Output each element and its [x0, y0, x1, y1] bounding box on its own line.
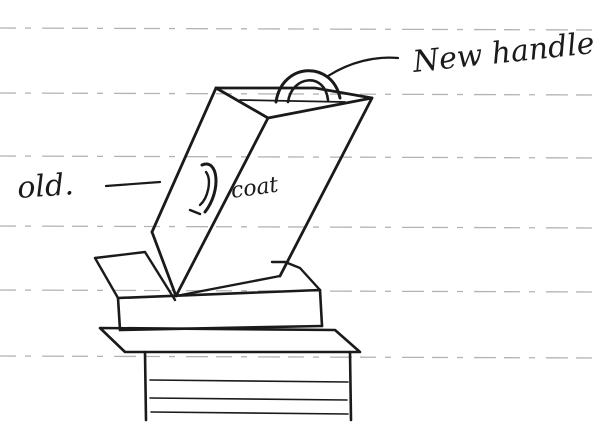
old-label: old.: [16, 167, 75, 206]
new-handle-label: New handle: [410, 26, 596, 80]
old-handle: [190, 164, 216, 214]
new-handle-leader: [328, 58, 398, 76]
notebook-ruled-lines: [0, 28, 601, 358]
base-stand: [100, 328, 360, 420]
old-handle-leader: [106, 182, 160, 186]
coat-label: coat: [229, 173, 280, 204]
